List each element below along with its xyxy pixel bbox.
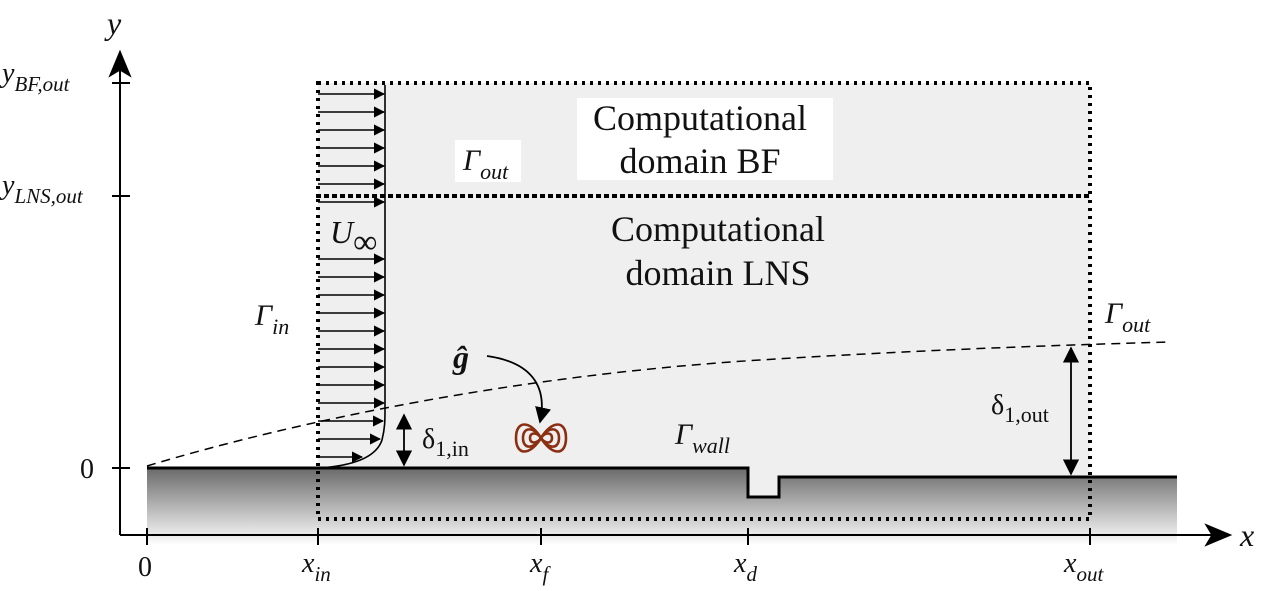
x-tick-label-f: xf (529, 548, 551, 586)
bf-domain-title-line1: Computational (593, 98, 807, 138)
wall-surface (147, 466, 1177, 499)
forcing-lobes-icon (514, 423, 568, 453)
y-axis-label: y (104, 5, 122, 41)
bf-label-background (577, 98, 833, 180)
lns-domain-border (316, 194, 1092, 521)
inflow-velocity-profile (317, 85, 386, 469)
bf-domain-title-line2: domain BF (619, 141, 780, 181)
gamma-out-top-background (455, 140, 521, 182)
delta-out-label: δ1,out (991, 390, 1049, 427)
x-axis-label: x (1239, 517, 1254, 553)
x-tick-label-0: 0 (138, 552, 152, 583)
forcing-label: ĝ (452, 339, 469, 375)
x-tick-label-d: xd (733, 548, 757, 586)
lns-domain-title-line1: Computational (611, 209, 825, 249)
delta-in-label: δ1,in (422, 424, 469, 461)
displacement-thickness-curve (146, 341, 1171, 467)
x-tick-label-in: xin (301, 548, 331, 586)
bf-domain-border (316, 81, 1092, 198)
y-tick-label-lns-out: yLNS,out (0, 170, 84, 208)
gamma-in-label: Γin (254, 299, 289, 339)
wall-solid (147, 468, 1177, 545)
gamma-out-right-label: Γout (1104, 297, 1151, 337)
y-tick-label-bf-out: yBF,out (0, 58, 71, 96)
gamma-wall-label: Γwall (674, 418, 730, 458)
lns-domain-title-line2: domain LNS (626, 253, 811, 293)
x-tick-label-out: xout (1063, 548, 1104, 586)
freestream-velocity-label: U∞ (330, 214, 377, 261)
y-tick-label-0: 0 (80, 454, 94, 485)
axis-ticks (112, 82, 1091, 545)
lns-domain-fill (318, 196, 1090, 519)
gamma-out-top-label: Γout (462, 144, 509, 184)
forcing-arrow (486, 355, 551, 424)
